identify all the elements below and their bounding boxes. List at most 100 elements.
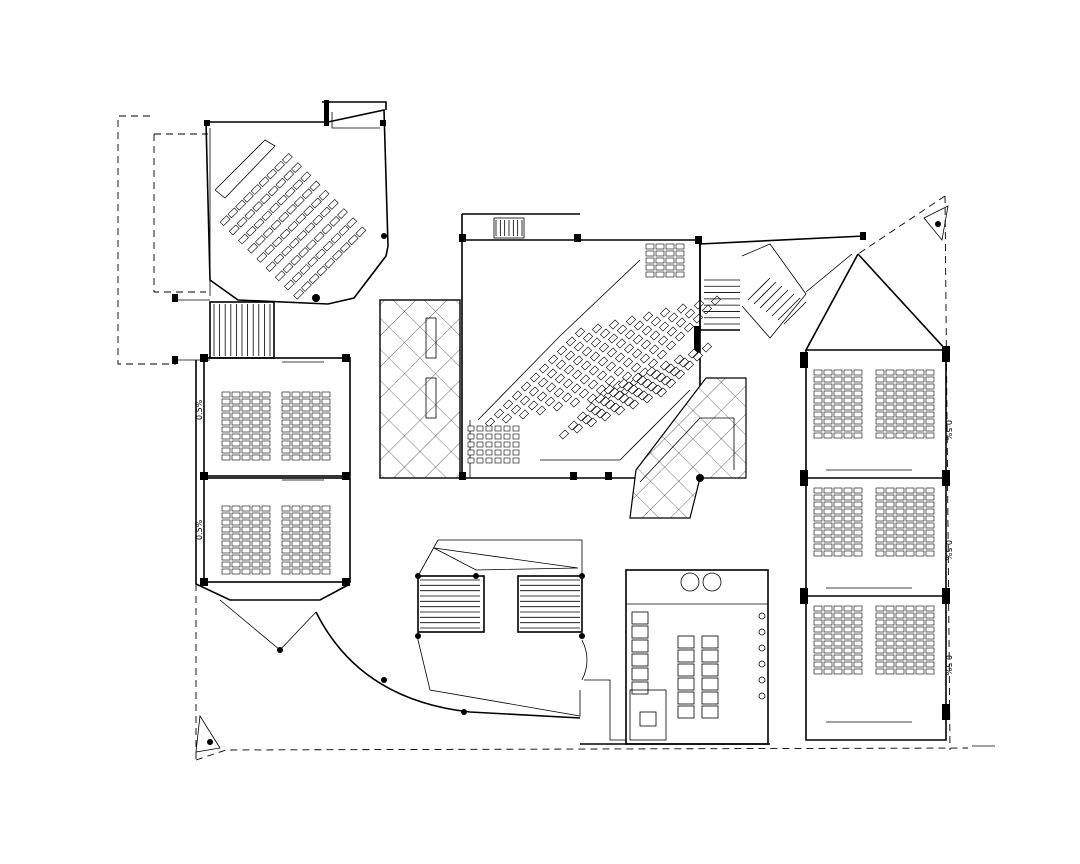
- seat: [291, 526, 301, 533]
- seat: [905, 550, 915, 557]
- seat: [813, 543, 823, 550]
- seat: [905, 383, 915, 390]
- seat: [311, 440, 321, 447]
- seat: [853, 397, 863, 404]
- seat: [915, 605, 925, 612]
- seat: [675, 250, 685, 257]
- toilet-stall: [631, 611, 649, 625]
- upper-right-staircase: [699, 243, 948, 351]
- seat: [586, 393, 598, 404]
- seat: [885, 536, 895, 543]
- seat: [823, 626, 833, 633]
- seat: [594, 393, 606, 404]
- seat: [843, 633, 853, 640]
- seat: [605, 361, 617, 372]
- seat: [853, 543, 863, 550]
- seat: [291, 447, 301, 454]
- seat: [905, 619, 915, 626]
- seat: [604, 399, 616, 410]
- seat: [843, 619, 853, 626]
- seat: [843, 515, 853, 522]
- seat: [251, 419, 261, 426]
- seat: [321, 533, 331, 540]
- seat: [301, 391, 311, 398]
- seat: [595, 408, 607, 419]
- seat: [823, 633, 833, 640]
- seat: [833, 494, 843, 501]
- seat: [503, 433, 511, 440]
- toilet-stall: [677, 677, 695, 691]
- seat: [281, 419, 291, 426]
- upper-left-staircase: [172, 294, 275, 364]
- seat: [885, 633, 895, 640]
- seat: [564, 350, 576, 361]
- seat: [833, 612, 843, 619]
- seat: [692, 351, 704, 362]
- seat: [301, 547, 311, 554]
- seat: [608, 319, 620, 330]
- seat: [895, 654, 905, 661]
- seat: [813, 605, 823, 612]
- seat: [674, 331, 686, 342]
- seat: [221, 426, 231, 433]
- hatched-stage-area: [629, 377, 747, 519]
- seat: [853, 501, 863, 508]
- seat: [647, 358, 659, 369]
- seat: [261, 210, 273, 222]
- seat: [905, 487, 915, 494]
- seat: [823, 619, 833, 626]
- seat: [251, 454, 261, 461]
- seat: [591, 323, 603, 334]
- seat: [281, 153, 293, 164]
- seat: [553, 387, 565, 398]
- seat: [813, 418, 823, 425]
- seat: [915, 487, 925, 494]
- seat: [628, 399, 640, 410]
- seat: [925, 536, 935, 543]
- seat: [925, 640, 935, 647]
- seat: [261, 412, 271, 419]
- seat: [885, 654, 895, 661]
- seat: [617, 378, 629, 389]
- seat: [885, 605, 895, 612]
- seat: [655, 271, 665, 278]
- seat: [596, 370, 608, 381]
- seat: [231, 540, 241, 547]
- seat: [562, 378, 574, 389]
- seat: [291, 568, 301, 575]
- seat: [231, 398, 241, 405]
- seat: [843, 432, 853, 439]
- seat: [494, 457, 502, 464]
- seat: [251, 440, 261, 447]
- seat: [875, 515, 885, 522]
- seat: [231, 440, 241, 447]
- curved-atrium: [219, 539, 588, 719]
- seat: [231, 554, 241, 561]
- seat: [885, 612, 895, 619]
- seat: [623, 343, 635, 354]
- seat: [925, 425, 935, 432]
- seat: [281, 512, 291, 519]
- seat: [915, 536, 925, 543]
- seat: [267, 185, 279, 197]
- seat: [853, 668, 863, 675]
- seat: [925, 647, 935, 654]
- seat: [875, 494, 885, 501]
- seat: [321, 447, 331, 454]
- seat: [915, 383, 925, 390]
- seat: [281, 433, 291, 440]
- seat: [321, 433, 331, 440]
- seat: [646, 381, 658, 392]
- seat: [623, 396, 635, 407]
- seat: [321, 505, 331, 512]
- seat: [843, 605, 853, 612]
- toilet-stall: [701, 663, 719, 677]
- seat: [853, 626, 863, 633]
- seat: [823, 487, 833, 494]
- seat: [241, 540, 251, 547]
- seat: [281, 454, 291, 461]
- toilet-stall: [631, 653, 649, 667]
- seat: [301, 554, 311, 561]
- seat: [251, 547, 261, 554]
- seat: [813, 376, 823, 383]
